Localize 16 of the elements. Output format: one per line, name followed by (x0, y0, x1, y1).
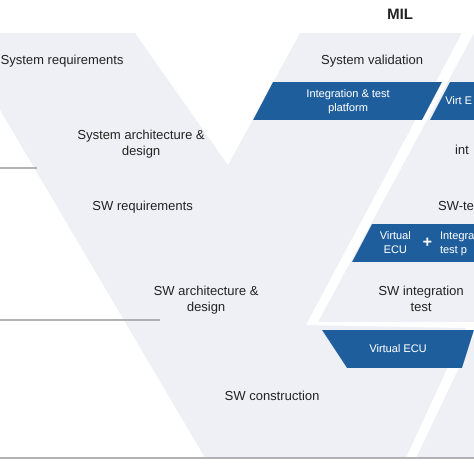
platform-banner (352, 224, 474, 262)
platform-banner: Virt E (430, 82, 474, 120)
stage-label: SW integration test (368, 282, 474, 316)
banner-text: Integra test p (440, 229, 474, 257)
stage-label: System architecture & design (75, 126, 207, 160)
banner-text: Virtual ECU (378, 229, 412, 257)
stage-label: int (455, 140, 474, 160)
column-heading: MIL (386, 5, 414, 25)
stage-label: SW requirements (80, 196, 205, 216)
stage-label: System requirements (0, 50, 128, 70)
stage-label: SW architecture & design (140, 282, 272, 316)
platform-banner: Virtual ECU (322, 330, 474, 368)
stage-label: SW construction (213, 386, 331, 406)
stage-label: SW-te (438, 196, 474, 216)
plus-sign: + (422, 236, 433, 250)
stage-label: System validation (308, 50, 436, 70)
